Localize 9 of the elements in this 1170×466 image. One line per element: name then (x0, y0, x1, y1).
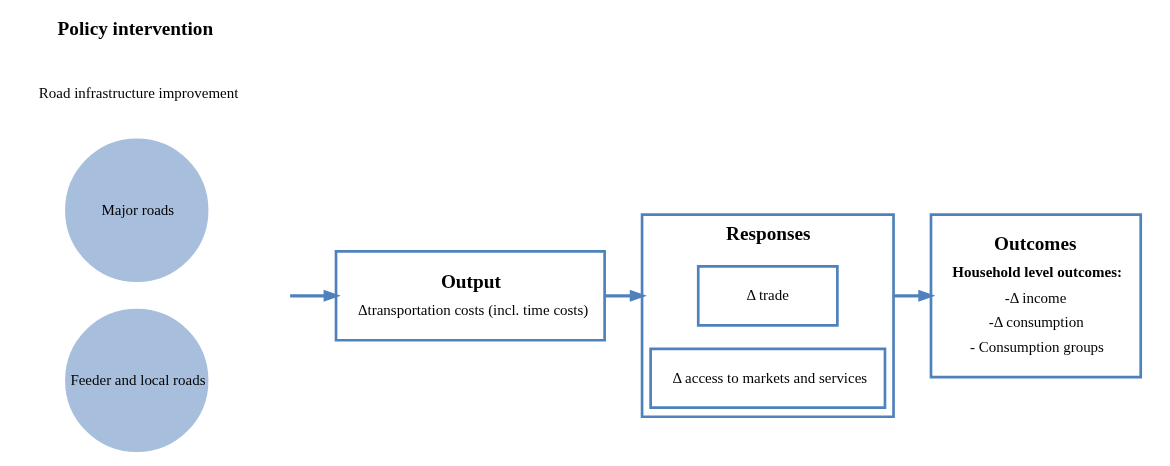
node-box: Outcomes Household level outcomes: -Δ income -Δ consumption - Consumption groups (929, 213, 1142, 379)
arrow (604, 289, 647, 302)
label: Policy intervention (57, 18, 213, 40)
arrow (893, 289, 935, 302)
node-box: Δ trade (696, 265, 839, 327)
arrow (289, 289, 341, 302)
node-box: Output Δtransportation costs (incl. time costs) (334, 250, 606, 342)
label: Road infrastructure improvement (38, 84, 238, 101)
node-box: Δ access to markets and services (648, 347, 886, 410)
